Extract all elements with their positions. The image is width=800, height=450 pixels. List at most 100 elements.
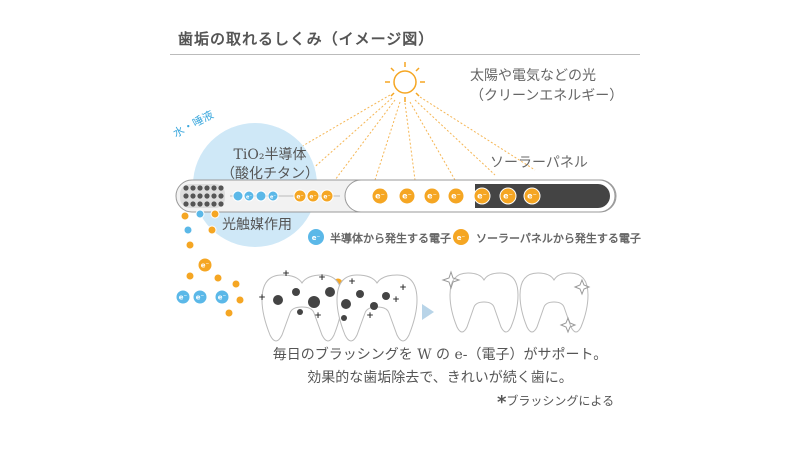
solar-electron: e⁻ <box>371 187 389 205</box>
solar-electron: e⁻ <box>473 187 491 205</box>
svg-text:e⁻: e⁻ <box>312 234 321 242</box>
svg-text:e⁻: e⁻ <box>323 194 330 201</box>
positive-charge-icon: + <box>314 311 322 321</box>
semiconductor-electron <box>255 190 267 202</box>
semiconductor-electron: e⁻ <box>267 190 279 202</box>
solar-electron: e⁻ <box>398 187 416 205</box>
bristle <box>197 185 203 191</box>
bristle <box>183 185 189 191</box>
plaque-particle <box>370 302 378 310</box>
plaque-particle <box>341 299 351 309</box>
solar-electron: e⁻ <box>499 187 517 205</box>
bristle <box>204 185 210 191</box>
solar-electron: e⁻ <box>306 189 320 203</box>
light-source-label: 太陽や電気などの光 （クリーンエネルギー） <box>470 68 624 104</box>
bristle <box>218 201 224 207</box>
plaque-particle <box>356 290 364 298</box>
solar-electron <box>185 271 195 281</box>
caption-message: 毎日のブラッシングを W の e-（電子）がサポート。 効果的な歯垢除去で、きれ… <box>272 347 608 386</box>
svg-text:e⁻: e⁻ <box>477 192 487 201</box>
solar-electron: e⁻ <box>523 187 541 205</box>
semiconductor-electron: e⁻ <box>192 289 208 305</box>
svg-text:e⁻: e⁻ <box>402 192 412 201</box>
semiconductor-electron: e⁻ <box>175 289 191 305</box>
solar-electron <box>180 211 190 221</box>
bristle <box>204 201 210 207</box>
bristle <box>183 193 189 199</box>
plaque-particle <box>273 295 283 305</box>
solar-electron: e⁻ <box>447 187 465 205</box>
legend-semiconductor-electrons: 半導体から発生する電子 <box>330 232 451 245</box>
solar-electron <box>224 308 234 318</box>
plaque-particle <box>382 292 390 300</box>
bristle <box>204 193 210 199</box>
bristle <box>211 201 217 207</box>
svg-text:e⁻: e⁻ <box>451 192 461 201</box>
semiconductor-electron <box>232 190 244 202</box>
bristle <box>190 193 196 199</box>
positive-charge-icon: + <box>366 311 374 321</box>
bristle <box>211 193 217 199</box>
semiconductor-electron: e⁻ <box>214 289 230 305</box>
bristles <box>183 185 224 207</box>
solar-panel <box>475 184 610 208</box>
bristle <box>197 201 203 207</box>
positive-charge-icon: + <box>258 293 266 303</box>
solar-electron <box>213 273 223 283</box>
legend-orange-electron-icon: e⁻ <box>453 229 469 245</box>
svg-text:e⁻: e⁻ <box>201 262 210 270</box>
page-title: 歯垢の取れるしくみ（イメージ図） <box>178 30 435 48</box>
solar-electron <box>185 240 195 250</box>
plaque-particle <box>325 287 335 297</box>
plaque-particle <box>292 288 300 296</box>
solar-electron <box>231 279 241 289</box>
bristle <box>190 185 196 191</box>
positive-charge-icon: + <box>399 283 407 293</box>
arrow-icon <box>422 304 434 320</box>
tio2-label: TiO₂半導体 （酸化チタン） <box>221 147 319 182</box>
plaque-particles: ++++++++ <box>258 269 407 321</box>
plaque-particle <box>297 309 303 315</box>
svg-text:e⁻: e⁻ <box>246 195 252 201</box>
solar-electron <box>210 209 220 219</box>
solar-electron: e⁻ <box>423 187 441 205</box>
svg-text:e⁻: e⁻ <box>309 194 316 201</box>
bristle <box>218 193 224 199</box>
sparkle-icon <box>441 270 591 334</box>
sun-icon <box>385 62 425 102</box>
solar-electron <box>235 295 245 305</box>
positive-charge-icon: + <box>392 295 400 305</box>
title-divider <box>170 54 640 55</box>
footnote: *ブラッシングによる <box>497 392 615 413</box>
plaque-particle <box>341 315 347 321</box>
positive-charge-icon: + <box>318 273 326 283</box>
semiconductor-electron <box>195 209 205 219</box>
bristle <box>197 193 203 199</box>
solar-electron: e⁻ <box>293 189 307 203</box>
legend-solar-electrons: ソーラーパネルから発生する電子 <box>476 232 641 245</box>
svg-text:e⁻: e⁻ <box>179 294 188 302</box>
teeth-after <box>449 272 589 333</box>
bristle <box>190 201 196 207</box>
teeth-before <box>261 274 418 342</box>
semiconductor-electron <box>183 225 193 235</box>
svg-text:e⁻: e⁻ <box>196 294 205 302</box>
solar-electron <box>207 225 217 235</box>
bristle <box>218 185 224 191</box>
svg-text:e⁻: e⁻ <box>375 192 385 201</box>
light-rays <box>269 94 536 181</box>
svg-text:e⁻: e⁻ <box>270 195 276 201</box>
solar-electron: e⁻ <box>320 189 334 203</box>
svg-text:e⁻: e⁻ <box>218 294 227 302</box>
solar-panel-label: ソーラーパネル <box>490 155 588 171</box>
bristle <box>183 201 189 207</box>
photocatalyst-label: 光触媒作用 <box>222 217 292 233</box>
positive-charge-icon: + <box>348 277 356 287</box>
svg-text:e⁻: e⁻ <box>427 192 437 201</box>
legend-blue-electron-icon: e⁻ <box>308 229 324 245</box>
plaque-particle <box>308 296 320 308</box>
solar-electron: e⁻ <box>197 257 213 273</box>
svg-text:e⁻: e⁻ <box>457 234 466 242</box>
semiconductor-electron: e⁻ <box>243 190 255 202</box>
